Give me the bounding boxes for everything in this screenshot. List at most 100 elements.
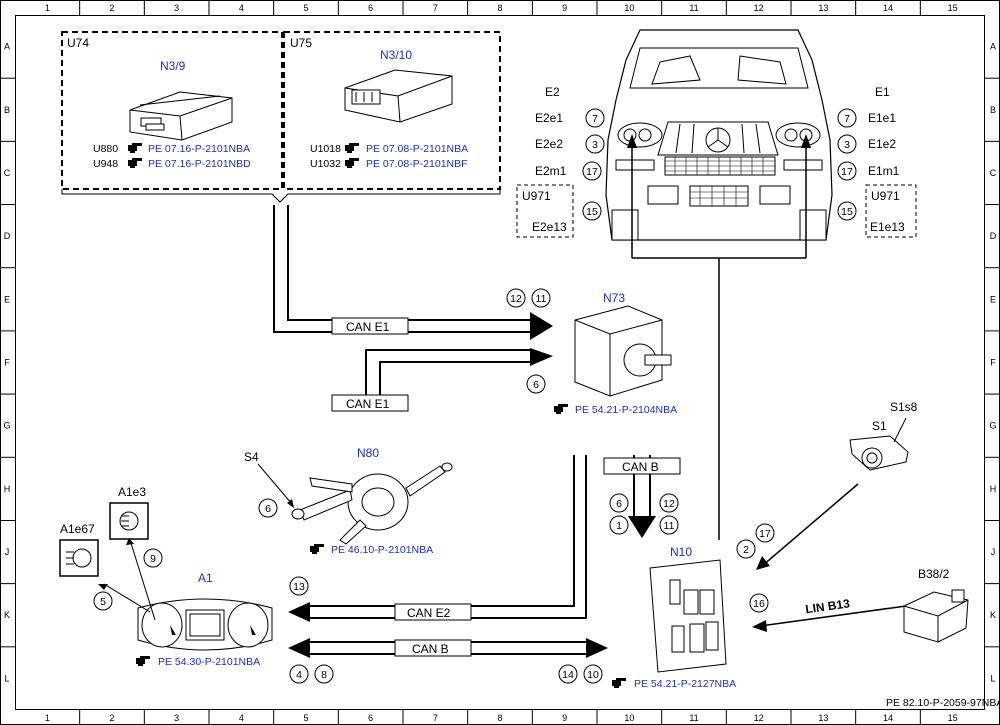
grid-col-label: 2 bbox=[109, 713, 114, 723]
svg-text:U971: U971 bbox=[522, 189, 551, 203]
svg-text:6: 6 bbox=[265, 503, 271, 515]
svg-text:7: 7 bbox=[844, 113, 850, 125]
e2-group-label: E2 bbox=[545, 85, 560, 99]
n73-label: N73 bbox=[603, 291, 625, 305]
svg-text:14: 14 bbox=[562, 669, 574, 681]
grid-col-label: 7 bbox=[433, 3, 438, 13]
ref-link[interactable]: PE 54.21-P-2104NBA bbox=[575, 404, 677, 416]
n10-label: N10 bbox=[670, 545, 692, 559]
grid-col-label: 9 bbox=[562, 713, 567, 723]
n3-10-ecu-icon bbox=[344, 69, 453, 123]
grid-col-label: 5 bbox=[303, 3, 308, 13]
svg-text:E1e2: E1e2 bbox=[868, 137, 896, 151]
grid-col-label: 8 bbox=[497, 3, 502, 13]
s1-label: S1 bbox=[872, 419, 887, 433]
can-b-label: CAN B bbox=[622, 460, 659, 474]
grid-col-label: 12 bbox=[754, 3, 764, 13]
ref-link[interactable]: PE 54.30-P-2101NBA bbox=[158, 656, 260, 668]
svg-text:9: 9 bbox=[150, 553, 156, 565]
svg-text:12: 12 bbox=[663, 498, 675, 510]
grid-col-label: 7 bbox=[433, 713, 438, 723]
n3-9-ecu-icon bbox=[129, 91, 233, 141]
svg-text:12: 12 bbox=[510, 293, 522, 305]
can-e1-upper-bus: CAN E1 bbox=[273, 205, 553, 340]
footer-code: PE 82.10-P-2059-97NBA bbox=[886, 697, 1000, 709]
grid-col-label: 14 bbox=[883, 713, 893, 723]
svg-text:U880: U880 bbox=[93, 143, 118, 155]
grid-col-label: 12 bbox=[754, 713, 764, 723]
svg-text:U948: U948 bbox=[93, 158, 118, 170]
can-e1-lower-bus: CAN E1 bbox=[331, 348, 553, 412]
svg-text:6: 6 bbox=[616, 498, 622, 510]
n3-10-label: N3/10 bbox=[380, 48, 412, 62]
grid-row-label: K bbox=[990, 610, 996, 620]
b38-2-label: B38/2 bbox=[918, 567, 950, 581]
svg-text:3: 3 bbox=[844, 139, 850, 151]
svg-text:4: 4 bbox=[296, 669, 302, 681]
svg-text:3: 3 bbox=[592, 139, 598, 151]
svg-text:E2e1: E2e1 bbox=[535, 111, 563, 125]
grid-col-label: 9 bbox=[562, 3, 567, 13]
svg-text:11: 11 bbox=[664, 520, 675, 532]
can-e1-label: CAN E1 bbox=[346, 397, 390, 411]
svg-text:17: 17 bbox=[841, 166, 853, 178]
svg-text:15: 15 bbox=[586, 206, 598, 218]
b38-2-sensor-icon bbox=[903, 589, 969, 643]
can-b-label: CAN B bbox=[412, 642, 449, 656]
svg-text:8: 8 bbox=[321, 669, 327, 681]
svg-text:11: 11 bbox=[536, 293, 547, 305]
svg-text:E1e13: E1e13 bbox=[870, 220, 905, 234]
grid-row-label: B bbox=[4, 105, 10, 115]
ref-link[interactable]: PE 46.10-P-2101NBA bbox=[331, 544, 433, 556]
ref-link[interactable]: PE 07.16-P-2101NBA bbox=[148, 143, 250, 155]
grid-row-label: F bbox=[4, 358, 10, 368]
n80-steering-column-switch-icon bbox=[291, 462, 453, 545]
grid-col-label: 13 bbox=[818, 713, 828, 723]
svg-text:E1m1: E1m1 bbox=[868, 164, 900, 178]
svg-text:E2m1: E2m1 bbox=[535, 164, 567, 178]
a1-label: A1 bbox=[198, 571, 213, 585]
ref-link[interactable]: PE 07.08-P-2101NBA bbox=[366, 143, 468, 155]
ref-link[interactable]: PE 54.21-P-2127NBA bbox=[634, 678, 736, 690]
can-e2-label: CAN E2 bbox=[407, 606, 451, 620]
svg-text:5: 5 bbox=[100, 596, 106, 608]
grid-row-label: J bbox=[991, 547, 996, 557]
e1-group-label: E1 bbox=[875, 85, 890, 99]
u75-box: U75 N3/10 U1018 PE 07.08-P-2101NBA U1032… bbox=[283, 31, 501, 190]
grid-col-label: 6 bbox=[368, 713, 373, 723]
grid-col-label: 11 bbox=[689, 3, 698, 13]
grid-row-label: B bbox=[990, 105, 996, 115]
n3-9-label: N3/9 bbox=[160, 59, 186, 73]
svg-text:7: 7 bbox=[592, 113, 598, 125]
svg-text:2: 2 bbox=[743, 544, 749, 556]
ref-link[interactable]: PE 07.16-P-2101NBD bbox=[148, 158, 251, 170]
svg-text:E2e2: E2e2 bbox=[535, 137, 563, 151]
ref-link[interactable]: PE 07.08-P-2101NBF bbox=[366, 158, 468, 170]
grid-row-label: K bbox=[4, 610, 10, 620]
grid-row-label: E bbox=[990, 294, 996, 304]
a1-instrument-cluster-icon bbox=[137, 598, 273, 651]
svg-text:1: 1 bbox=[616, 520, 622, 532]
lin-b13-label: LIN B13 bbox=[804, 596, 851, 616]
grid-col-label: 5 bbox=[303, 713, 308, 723]
grid-col-label: 8 bbox=[497, 713, 502, 723]
grid-row-label: J bbox=[5, 547, 10, 557]
grid-row-label: G bbox=[989, 421, 996, 431]
a1e3-label: A1e3 bbox=[118, 485, 146, 499]
grid-row-label: D bbox=[4, 231, 11, 241]
grid-row-label: A bbox=[990, 42, 996, 52]
grid-col-label: 15 bbox=[948, 3, 958, 13]
can-e1-label: CAN E1 bbox=[346, 320, 390, 334]
grid-row-label: A bbox=[4, 42, 10, 52]
grid-col-label: 2 bbox=[109, 3, 114, 13]
svg-text:U971: U971 bbox=[871, 189, 900, 203]
grid-col-label: 4 bbox=[239, 713, 244, 723]
svg-text:10: 10 bbox=[587, 669, 599, 681]
grid-col-label: 10 bbox=[624, 3, 634, 13]
vehicle-front-illustration bbox=[605, 29, 833, 540]
grid-row-label: H bbox=[990, 484, 997, 494]
